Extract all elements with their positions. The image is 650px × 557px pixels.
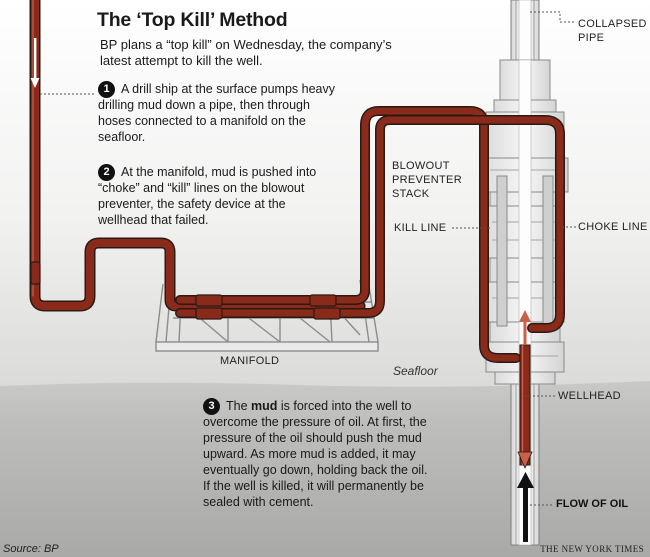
- drill-pipe: [29, 0, 366, 312]
- mud-down-arrow: [517, 451, 533, 469]
- kill-line-label: KILL LINE: [394, 222, 447, 234]
- step-1-number: 1: [98, 81, 115, 98]
- well-mud-column: [519, 344, 531, 466]
- step-2-number: 2: [98, 164, 115, 181]
- blowout-preventer-label: BLOWOUT PREVENTER STACK: [392, 160, 462, 200]
- mud-flow-arrows: [30, 38, 40, 88]
- wellhead-label: WELLHEAD: [558, 390, 621, 402]
- flow-of-oil-label: FLOW OF OIL: [556, 498, 629, 510]
- hose-couplings: [30, 261, 341, 320]
- step-1-text: A drill ship at the surface pumps heavy …: [98, 82, 336, 144]
- choke-line-label: CHOKE LINE: [578, 221, 648, 233]
- intro-text: BP plans a “top kill” on Wednesday, the …: [100, 37, 392, 68]
- seafloor-ground: [0, 381, 650, 557]
- seafloor-label: Seafloor: [393, 364, 438, 378]
- kill-line-hose: [175, 106, 521, 363]
- leader-lines: [40, 11, 576, 506]
- page-title: The ‘Top Kill’ Method: [97, 9, 288, 31]
- step-3-text-rest: is forced into the well to overcome the …: [203, 399, 428, 509]
- oil-flow-arrow: [517, 472, 534, 542]
- step-1: 1 A drill ship at the surface pumps heav…: [98, 81, 338, 145]
- source-credit: Source: BP: [3, 543, 59, 555]
- manifold-label: MANIFOLD: [220, 355, 280, 367]
- publisher-credit: THE NEW YORK TIMES: [540, 544, 644, 554]
- collapsed-pipe-label: COLLAPSED PIPE: [578, 18, 647, 44]
- step-2: 2 At the manifold, mud is pushed into “c…: [98, 164, 330, 228]
- mud-up-arrow: [519, 310, 531, 345]
- step-3-mud-word: mud: [251, 399, 278, 413]
- step-3-number: 3: [203, 398, 220, 415]
- step-3-text: The mud is forced into the well to overc…: [203, 398, 435, 510]
- choke-line-hose: [175, 115, 565, 333]
- step-3-text-lead: The: [226, 399, 252, 413]
- step-2-text: At the manifold, mud is pushed into “cho…: [98, 165, 317, 227]
- step-3: 3 The mud is forced into the well to ove…: [203, 398, 435, 510]
